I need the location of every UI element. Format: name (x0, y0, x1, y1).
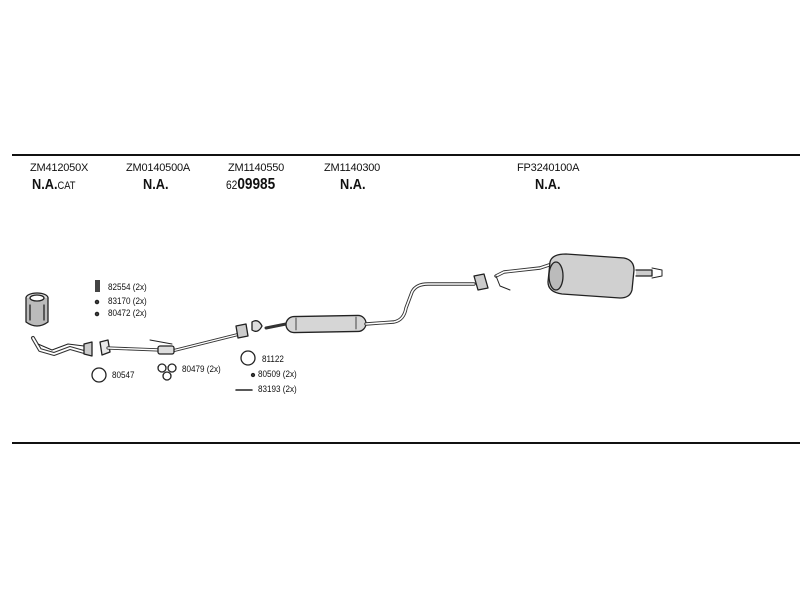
part-label-80547: 80547 (112, 370, 135, 380)
rear-muffler (547, 253, 663, 299)
part-code-1: ZM412050X (30, 162, 89, 174)
part-label-81122: 81122 (262, 354, 284, 364)
bolt-nut-icon (250, 372, 256, 378)
part-status-4: N.A. (340, 176, 366, 193)
part-label-80509: 80509 (2x) (258, 369, 297, 379)
part-code-5: FP3240100A (517, 162, 580, 174)
intermediate-pipe (106, 323, 249, 355)
front-pipe (31, 336, 93, 357)
center-muffler (264, 314, 367, 334)
part-code-4: ZM1140300 (324, 162, 381, 174)
rear-intermediate-pipe (364, 273, 489, 326)
catalytic-converter (25, 292, 49, 327)
part-code-2: ZM0140500A (126, 162, 191, 174)
spring-bolt-icon (95, 280, 100, 292)
part-label-80472: 80472 (2x) (108, 308, 147, 318)
hanger-icon (157, 363, 177, 381)
part-status-5: N.A. (535, 176, 561, 193)
washer-icon (94, 311, 100, 317)
part-label-83170: 83170 (2x) (108, 296, 147, 306)
tailpipe-connector (494, 262, 554, 291)
bottom-rule (12, 442, 800, 444)
part-status-2: N.A. (143, 176, 169, 193)
part-status-1: N.A.CAT (32, 176, 76, 193)
pipe-clamp (251, 320, 263, 332)
nut-icon (94, 299, 100, 305)
part-label-80479: 80479 (2x) (182, 364, 221, 374)
part-number-3: 6209985 (226, 176, 276, 193)
top-rule (12, 154, 800, 156)
seal-ring-icon (240, 350, 256, 366)
flange-gasket-left (99, 339, 111, 356)
part-label-82554: 82554 (2x) (108, 282, 147, 292)
ring-gasket-icon (91, 367, 107, 383)
part-label-83193: 83193 (2x) (258, 384, 297, 394)
part-code-3: ZM1140550 (228, 162, 285, 174)
